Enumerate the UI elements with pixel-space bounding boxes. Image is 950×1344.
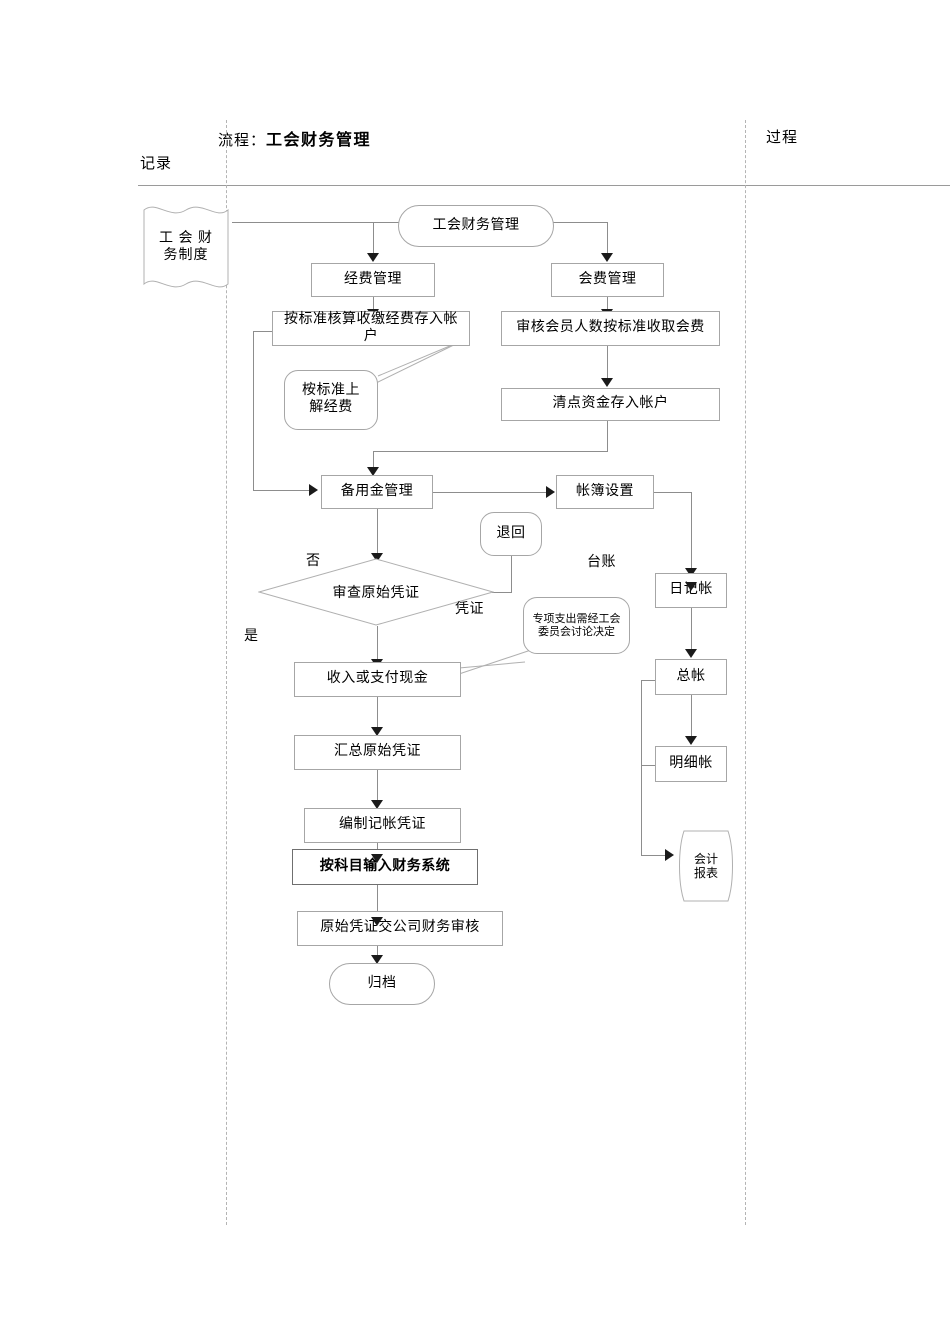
- edge-petty-to-ledger: [433, 492, 548, 493]
- edge-label-no: 否: [306, 554, 321, 569]
- node-petty-cash[interactable]: 备用金管理: [321, 475, 433, 509]
- edge-detail-left-stub: [641, 765, 657, 766]
- arrow-to-detail-ledger: [685, 736, 697, 745]
- arrow-to-make-voucher: [371, 800, 383, 809]
- edge-fee-to-petty: [253, 490, 311, 491]
- node-review-voucher[interactable]: 审查原始凭证: [258, 558, 494, 626]
- process-title-block: 流程：工会财务管理: [218, 126, 371, 150]
- edge-deposit-down: [607, 421, 608, 451]
- record-label: 记录: [140, 156, 173, 172]
- column-divider-right: [745, 120, 746, 1225]
- edge-bus-to-report: [641, 855, 671, 856]
- arrow-to-review: [371, 553, 383, 562]
- edge-label-voucher: 凭证: [455, 602, 484, 617]
- node-archive[interactable]: 归档: [329, 963, 435, 1005]
- node-input-system[interactable]: 按科目输入财务系统: [292, 849, 478, 885]
- node-cash-inout[interactable]: 收入或支付现金: [294, 662, 461, 697]
- edge-reject-down: [511, 556, 512, 592]
- process-title: 工会财务管理: [266, 132, 372, 149]
- edge-fee-to-collect: [373, 297, 374, 313]
- arrow-to-petty-cash-left: [309, 484, 318, 496]
- node-policy-document-label: 工 会 财 务制度: [159, 230, 213, 264]
- edge-ledger-bus: [641, 680, 642, 855]
- edge-cash-to-summarize: [377, 697, 378, 732]
- node-start[interactable]: 工会财务管理: [398, 205, 554, 247]
- node-deposit-funds[interactable]: 清点资金存入帐户: [501, 388, 720, 421]
- edge-petty-to-review: [377, 509, 378, 557]
- node-reject[interactable]: 退回: [480, 512, 542, 556]
- edge-fee-left-out: [253, 331, 273, 332]
- header-divider: [138, 185, 950, 186]
- node-dues-collection[interactable]: 审核会员人数按标准收取会费: [501, 311, 720, 346]
- node-summarize-vouchers[interactable]: 汇总原始凭证: [294, 735, 461, 770]
- arrow-to-journal: [685, 568, 697, 577]
- node-financial-report-label: 会计 报表: [693, 851, 718, 880]
- arrow-journal-marker: [685, 582, 697, 591]
- column-divider-left: [226, 120, 227, 1225]
- edge-deposit-to-petty: [373, 451, 374, 471]
- edge-review-to-cash: [377, 626, 378, 664]
- node-fee-accounting[interactable]: 按标准核算收缴经费存入帐户: [272, 311, 470, 346]
- node-financial-report[interactable]: 会计 报表: [676, 829, 736, 903]
- arrow-to-archive: [371, 955, 383, 964]
- node-detail-ledger[interactable]: 明细帐: [655, 746, 727, 782]
- arrow-to-fee-mgmt: [367, 253, 379, 262]
- edge-start-to-dues-v: [607, 222, 608, 256]
- edge-policy-to-start: [232, 222, 402, 223]
- edge-start-branch-left: [373, 222, 403, 223]
- arrow-to-dues-mgmt: [601, 253, 613, 262]
- node-fee-management[interactable]: 经费管理: [311, 263, 435, 297]
- edge-start-to-fee-v: [373, 222, 374, 256]
- process-column-label: 过程: [766, 130, 799, 146]
- edge-deposit-left: [373, 451, 608, 452]
- node-ledger-setup[interactable]: 帐簿设置: [556, 475, 654, 509]
- node-fee-remittance[interactable]: 桉标准上 解经费: [284, 370, 378, 430]
- arrow-to-ledger-setup: [546, 486, 555, 498]
- edge-fee-left-down: [253, 331, 254, 490]
- edge-ledger-right: [654, 492, 692, 493]
- arrow-to-fin-report: [665, 849, 674, 861]
- edge-reject-to-diamond: [492, 592, 512, 593]
- node-dues-management[interactable]: 会费管理: [551, 263, 664, 297]
- node-review-voucher-label: 审查原始凭证: [332, 586, 420, 601]
- node-policy-document: 工 会 财 务制度: [140, 198, 232, 296]
- edge-summarize-to-make: [377, 770, 378, 805]
- edge-general-to-detail: [691, 695, 692, 740]
- edge-general-left-stub: [641, 680, 657, 681]
- callout-tail-fee-remittance: [352, 338, 472, 386]
- edge-journal-to-general: [691, 608, 692, 653]
- arrow-to-general-ledger: [685, 649, 697, 658]
- arrow-to-summarize: [371, 727, 383, 736]
- arrow-to-company-audit: [371, 917, 383, 926]
- arrow-to-input-system: [371, 854, 383, 863]
- edge-dues-to-deposit: [607, 346, 608, 382]
- process-prefix: 流程：: [218, 133, 267, 149]
- node-special-expense-note[interactable]: 专项支出需经工会委员会讨论决定: [523, 597, 630, 654]
- edge-start-branch-right: [550, 222, 608, 223]
- edge-audit-to-archive: [377, 946, 378, 962]
- edge-dues-to-collect: [607, 297, 608, 313]
- arrow-to-petty-cash-top: [367, 467, 379, 476]
- callout-tail-special-note: [455, 648, 535, 680]
- edge-label-standing-book: 台账: [587, 555, 616, 570]
- edge-label-yes: 是: [244, 629, 259, 644]
- node-company-audit[interactable]: 原始凭证交公司财务审核: [297, 911, 503, 946]
- edge-ledger-down: [691, 492, 692, 572]
- node-make-voucher[interactable]: 编制记帐凭证: [304, 808, 461, 843]
- node-general-ledger[interactable]: 总帐: [655, 659, 727, 695]
- arrow-to-deposit: [601, 378, 613, 387]
